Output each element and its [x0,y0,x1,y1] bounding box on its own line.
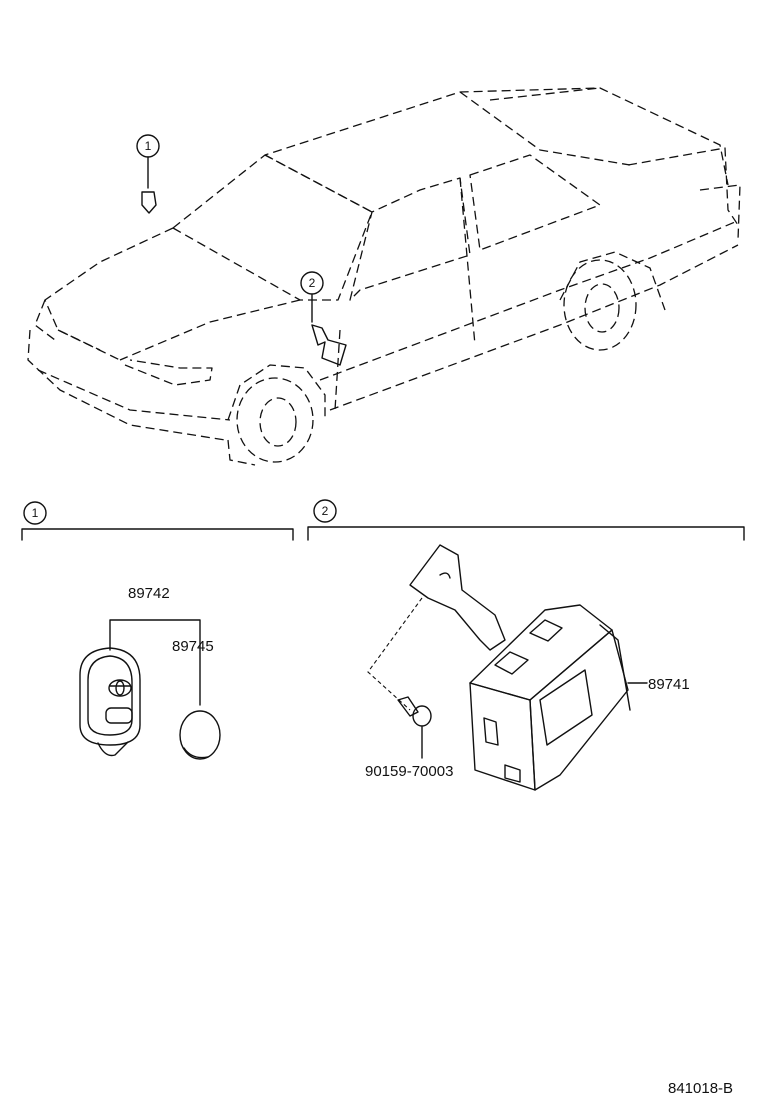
svg-text:90159-70003: 90159-70003 [365,763,453,780]
battery-coin-cell [179,710,221,760]
car-illustration [27,87,741,466]
callout-remote-location: 1 [136,134,160,214]
remote-transmitter: 89742 89745 [79,585,214,757]
svg-text:1: 1 [145,139,152,153]
door-control-receiver: 89741 [409,544,690,791]
svg-text:2: 2 [322,504,329,518]
svg-text:2: 2 [309,276,316,290]
svg-text:89745: 89745 [172,638,214,655]
callout-receiver-location: 2 [300,271,324,295]
drawing-code: 841018-B [668,1080,733,1097]
section-2-header: 2 [307,499,745,541]
svg-text:89741: 89741 [648,676,690,693]
svg-text:89742: 89742 [128,585,170,602]
section-1-header: 1 [21,501,294,541]
bolt: 90159-70003 [365,597,453,780]
svg-text:1: 1 [32,506,39,520]
